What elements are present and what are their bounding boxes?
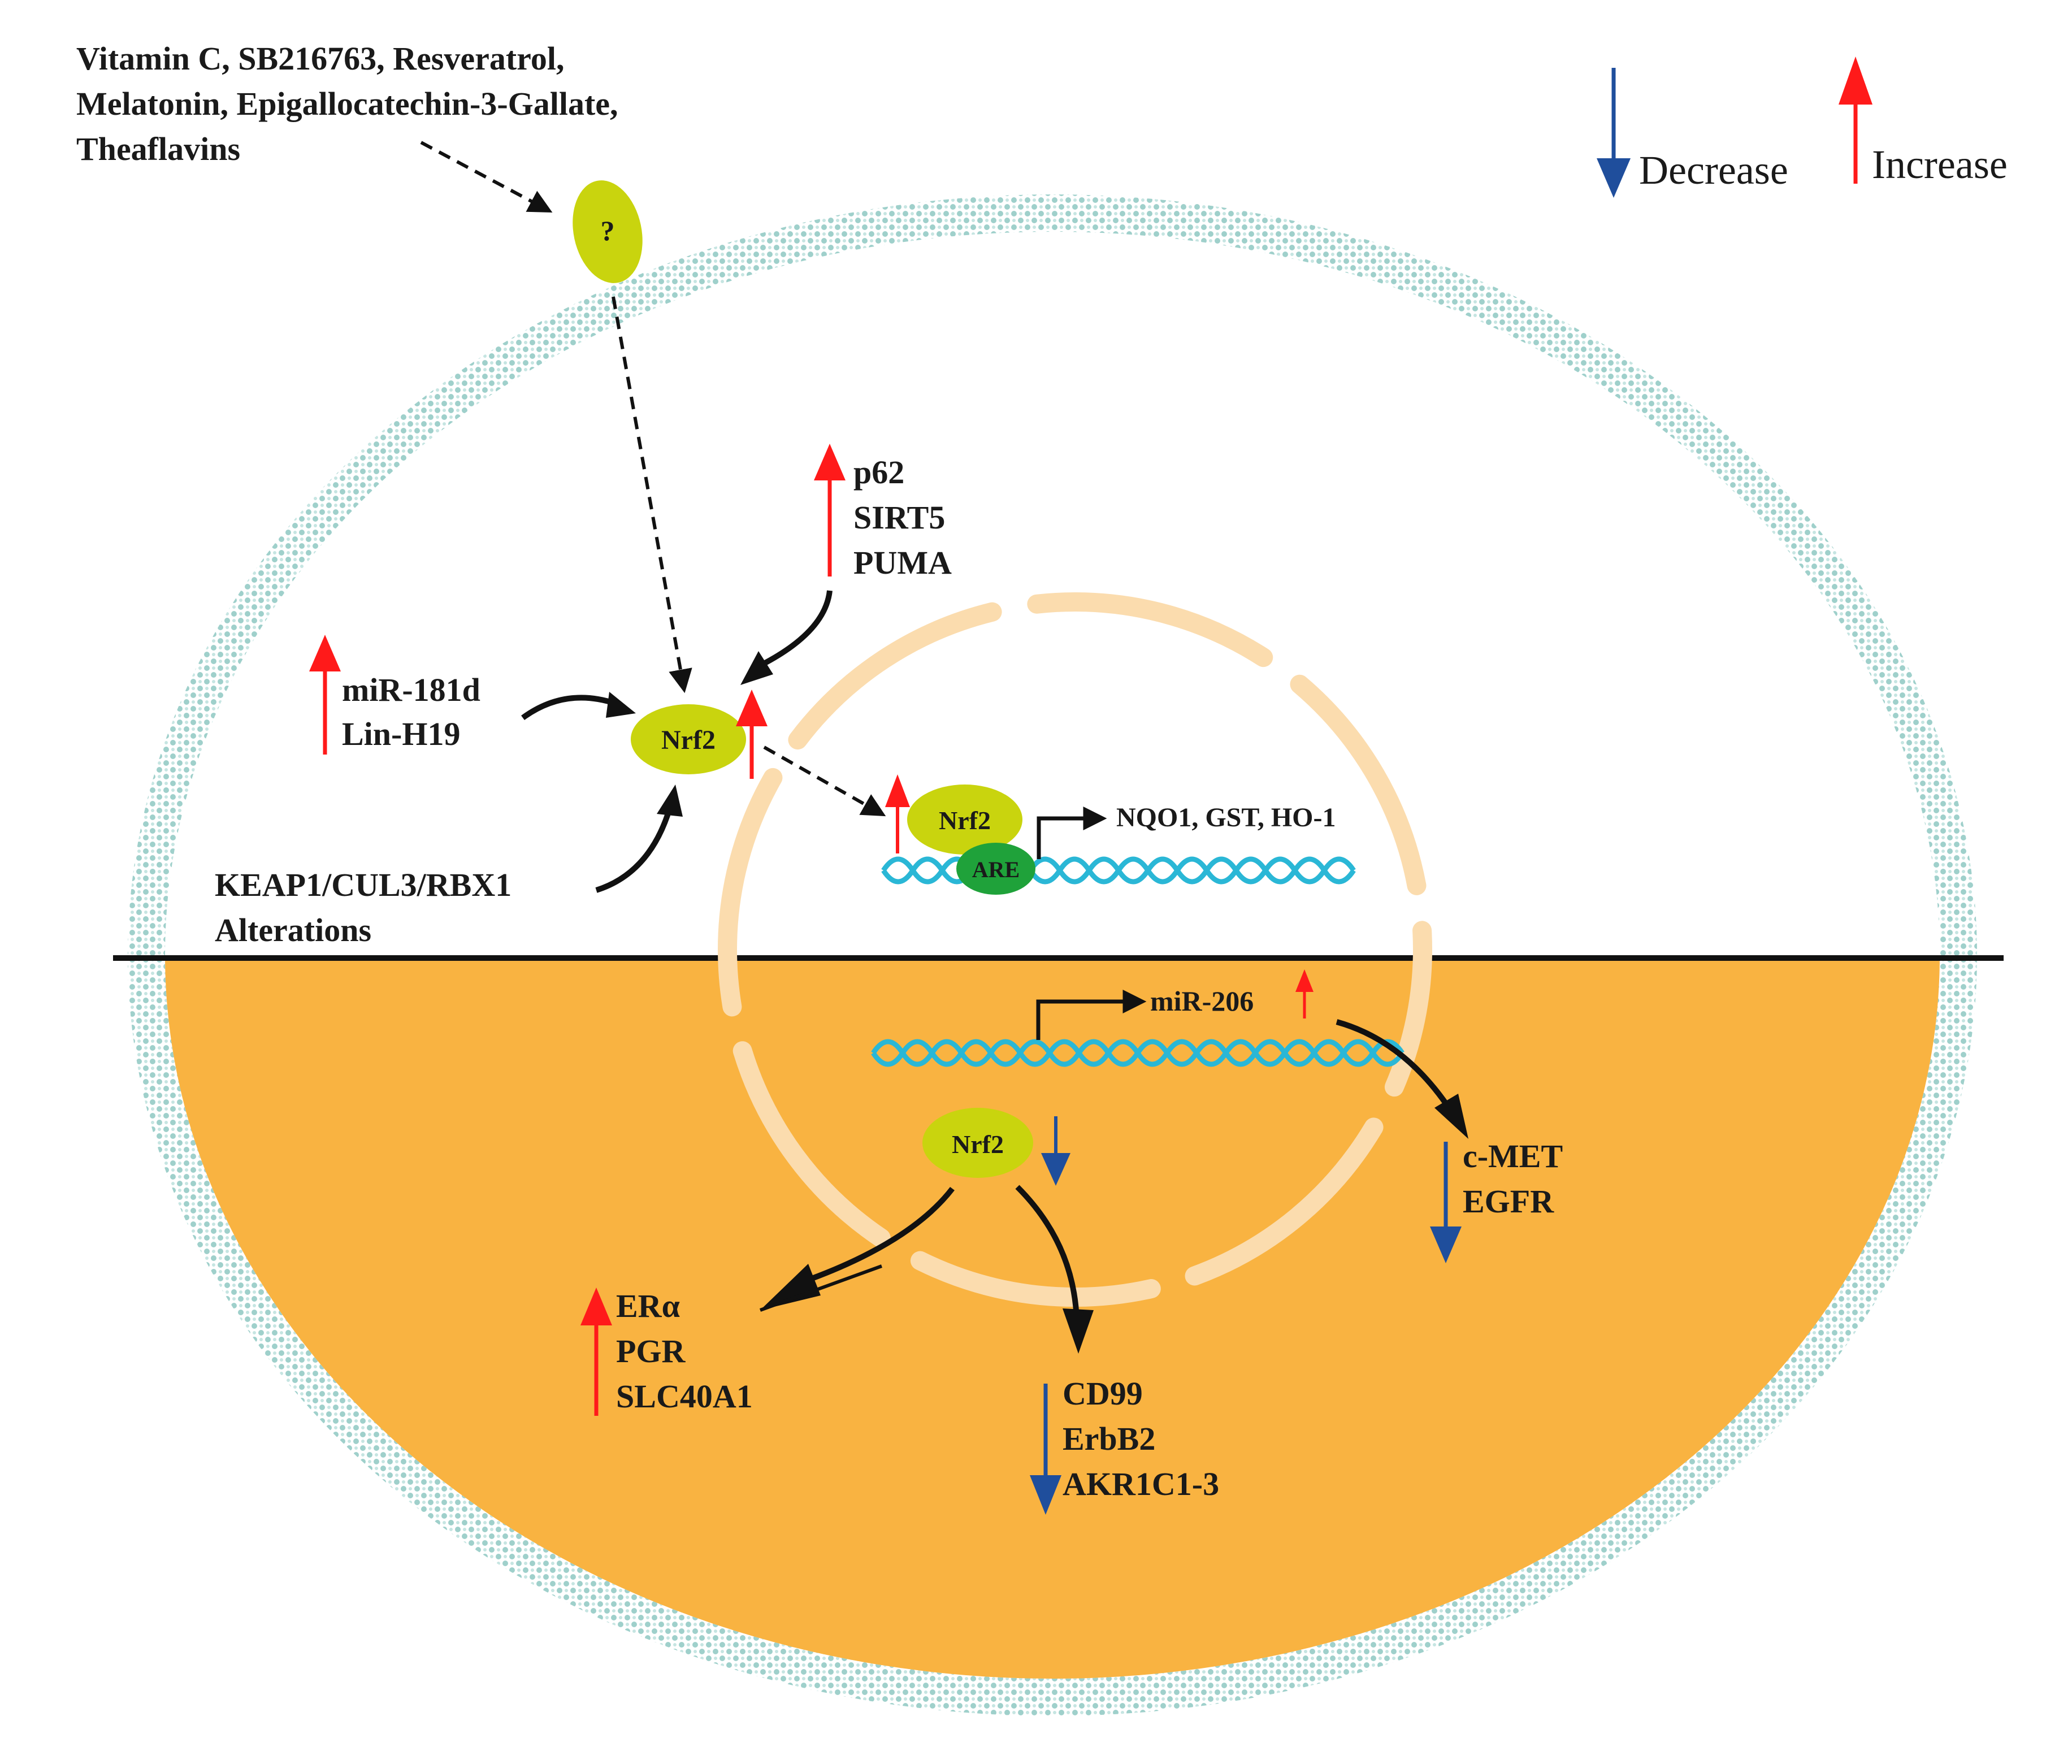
compounds-line-2: Melatonin, Epigallocatechin-3-Gallate, bbox=[76, 85, 618, 122]
are-label: ARE bbox=[972, 857, 1020, 882]
puma-label: PUMA bbox=[853, 544, 952, 581]
legend-decrease-arrow bbox=[1597, 68, 1631, 198]
increase-arrows bbox=[309, 57, 1872, 1416]
nrf2-bottom-label: Nrf2 bbox=[952, 1130, 1004, 1159]
nrf2-bottom-decrease-arrow bbox=[1041, 1116, 1070, 1186]
mir181-to-nrf2-arrow bbox=[521, 692, 636, 721]
top-promoter-arrow bbox=[1037, 807, 1107, 859]
mir181d-label: miR-181d bbox=[342, 671, 480, 708]
nrf2-translocation-arrow bbox=[763, 746, 886, 817]
met-decrease-arrow bbox=[1430, 1142, 1462, 1263]
compounds-label: Vitamin C, SB216763, Resveratrol, Melato… bbox=[76, 40, 618, 167]
cd99-group-label: CD99 ErbB2 AKR1C1-3 bbox=[1063, 1375, 1219, 1502]
mir-group-label: miR-181d Lin-H19 bbox=[342, 671, 480, 752]
keap-group-label: KEAP1/CUL3/RBX1 Alterations bbox=[215, 866, 512, 948]
nrf2-nuclear-label: Nrf2 bbox=[939, 806, 991, 835]
er-increase-arrow bbox=[580, 1288, 612, 1416]
compounds-line-3: Theaflavins bbox=[76, 131, 240, 167]
p62-label: p62 bbox=[853, 454, 904, 491]
keap1-label: KEAP1/CUL3/RBX1 bbox=[215, 866, 512, 903]
er-alpha-label: ERα bbox=[616, 1288, 680, 1324]
er-group-label: ERα PGR SLC40A1 bbox=[616, 1288, 753, 1415]
nrf2-nuclear-increase-arrow bbox=[885, 774, 910, 853]
legend-increase-arrow bbox=[1839, 57, 1872, 184]
receptor-to-nrf2-arrow bbox=[612, 296, 692, 694]
akr1c-label: AKR1C1-3 bbox=[1063, 1466, 1219, 1502]
nrf2-to-cd99-arrow bbox=[1015, 1185, 1094, 1354]
unknown-receptor: ? bbox=[573, 180, 643, 283]
alterations-label: Alterations bbox=[215, 912, 371, 948]
compounds-to-receptor-arrow bbox=[420, 141, 553, 213]
are-element: ARE bbox=[956, 843, 1035, 895]
legend-increase-label: Increase bbox=[1872, 142, 2008, 187]
p62-increase-arrow bbox=[814, 444, 846, 577]
erbb2-label: ErbB2 bbox=[1063, 1420, 1155, 1457]
cmet-label: c-MET bbox=[1463, 1138, 1563, 1174]
receptor-label: ? bbox=[601, 215, 615, 246]
slc40a1-label: SLC40A1 bbox=[616, 1378, 753, 1415]
nrf2-cytoplasm: Nrf2 bbox=[631, 704, 746, 774]
keap-to-nrf2-arrow bbox=[595, 785, 683, 893]
compounds-line-1: Vitamin C, SB216763, Resveratrol, bbox=[76, 40, 565, 77]
mir206-increase-arrow bbox=[1295, 969, 1314, 1018]
p62-group-label: p62 SIRT5 PUMA bbox=[853, 454, 952, 581]
target-genes-label: NQO1, GST, HO-1 bbox=[1116, 803, 1336, 833]
pgr-label: PGR bbox=[616, 1333, 686, 1369]
mir206-to-met-arrow bbox=[1336, 1019, 1468, 1139]
dna-helix-bottom bbox=[871, 1039, 1405, 1067]
sirt5-label: SIRT5 bbox=[853, 499, 945, 536]
decrease-arrows bbox=[1030, 68, 1631, 1515]
nrf2-to-er-arrow bbox=[759, 1186, 955, 1312]
nrf2-bottom: Nrf2 bbox=[922, 1108, 1033, 1178]
nrf2-cyto-increase-arrow bbox=[736, 690, 768, 779]
nrf2-nuclear: Nrf2 bbox=[907, 785, 1022, 855]
lin-h19-label: Lin-H19 bbox=[342, 716, 461, 752]
mir181-increase-arrow bbox=[309, 635, 341, 755]
nrf2-cytoplasm-label: Nrf2 bbox=[661, 725, 716, 755]
met-group-label: c-MET EGFR bbox=[1463, 1138, 1563, 1220]
bottom-promoter-arrow bbox=[1036, 990, 1147, 1040]
mir206-label: miR-206 bbox=[1150, 985, 1254, 1017]
legend-decrease-label: Decrease bbox=[1639, 148, 1788, 193]
cd99-decrease-arrow bbox=[1030, 1384, 1061, 1515]
cd99-label: CD99 bbox=[1063, 1375, 1143, 1412]
egfr-label: EGFR bbox=[1463, 1183, 1554, 1220]
p62-to-nrf2-arrow bbox=[740, 590, 833, 685]
